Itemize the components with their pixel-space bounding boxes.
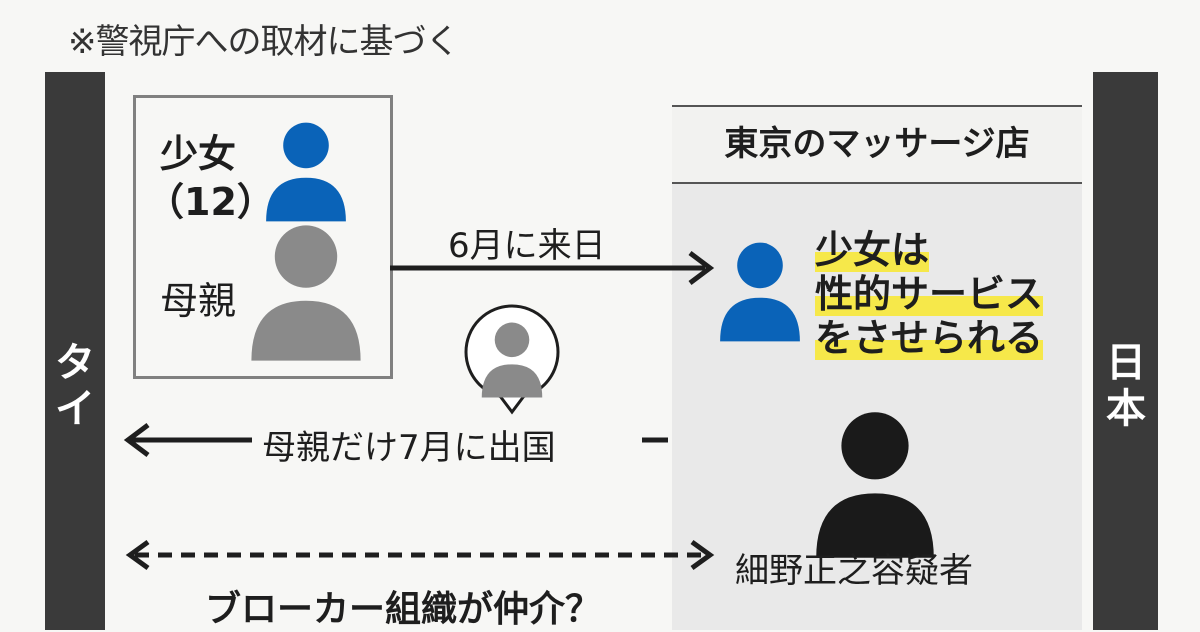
thailand-family-box <box>133 95 393 379</box>
mother-label: 母親 <box>160 279 237 323</box>
country-bar-japan: 日本 <box>1093 72 1158 630</box>
shop-title: 東京のマッサージ店 <box>672 105 1082 184</box>
country-label: 日本 <box>1106 340 1146 432</box>
broker-label: ブローカー組織が仲介？ <box>205 589 602 630</box>
departure-label: 母親だけ7月に出国 <box>262 428 556 468</box>
situation-line: 性的サービス <box>815 272 1044 316</box>
girl-in-shop-person-icon <box>720 242 800 342</box>
country-label: タイ <box>55 340 95 432</box>
arrival-arrow <box>390 251 715 285</box>
suspect-label: 細野正之容疑者 <box>735 551 973 591</box>
broker-dashed-arrow <box>125 539 715 571</box>
departure-arrow <box>123 423 668 457</box>
source-note: ※警視庁への取材に基づく <box>68 22 459 62</box>
mother-person-icon <box>251 225 361 361</box>
situation-line: 少女は <box>815 228 930 272</box>
girl-person-icon <box>266 122 346 222</box>
girl-label: 少女 <box>160 132 237 176</box>
suspect-person-icon <box>816 412 934 558</box>
girl-situation: 少女は 性的サービス をさせられる <box>815 228 1044 360</box>
arrival-label: 6月に来日 <box>448 226 606 266</box>
girl-age: （12） <box>146 180 275 224</box>
country-bar-thailand: タイ <box>45 72 105 630</box>
situation-line: をさせられる <box>815 316 1044 360</box>
speech-bubble-icon <box>464 304 560 415</box>
